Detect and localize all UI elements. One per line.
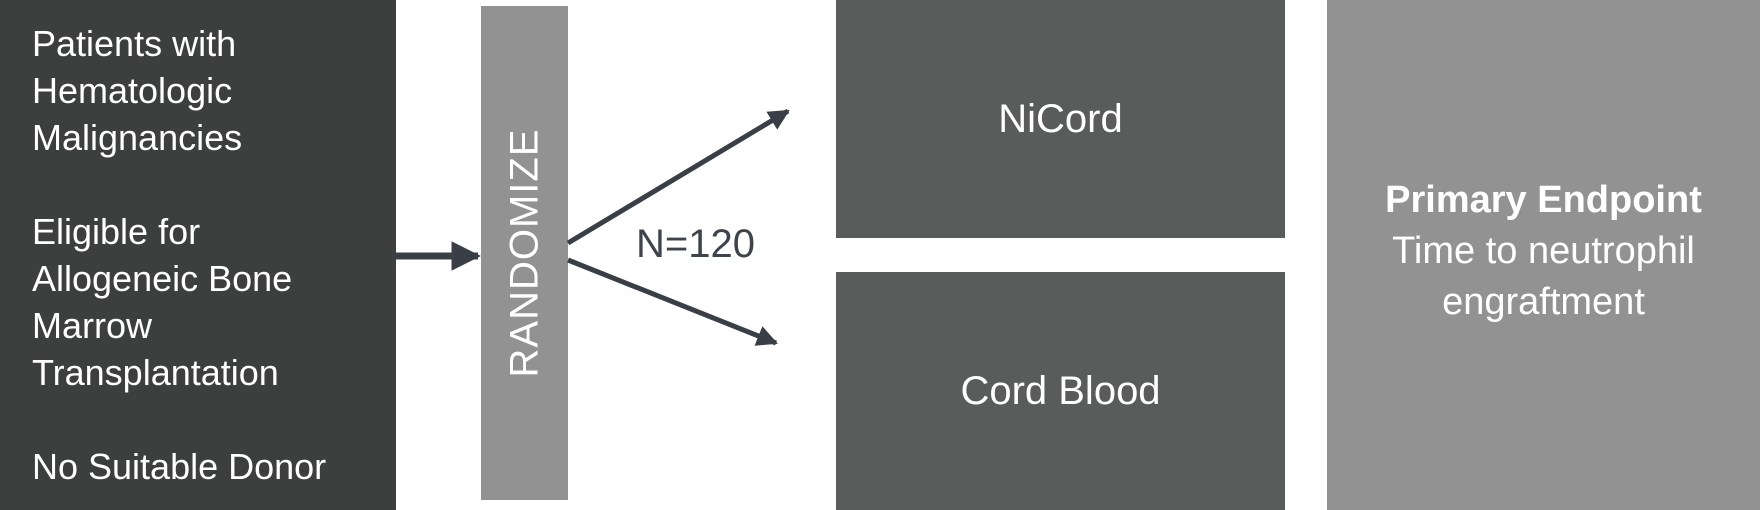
randomize-box: RANDOMIZE	[481, 6, 568, 500]
primary-endpoint-box: Primary Endpoint Time to neutrophil engr…	[1327, 0, 1760, 510]
eligibility-group-transplant: Eligible for Allogeneic Bone Marrow Tran…	[32, 208, 396, 396]
eligibility-line: No Suitable Donor	[32, 446, 327, 487]
arm-box-cord-blood: Cord Blood	[836, 272, 1285, 510]
eligibility-line: Hematologic	[32, 70, 233, 111]
eligibility-line: Marrow	[32, 305, 153, 346]
eligibility-line: Allogeneic Bone	[32, 258, 293, 299]
eligibility-group-donor: No Suitable Donor	[32, 443, 396, 490]
arm-label-cord-blood: Cord Blood	[960, 368, 1161, 413]
arm-label-nicord: NiCord	[998, 96, 1123, 141]
randomize-label: RANDOMIZE	[502, 128, 546, 378]
eligibility-line: Patients with	[32, 23, 237, 64]
eligibility-line: Malignancies	[32, 117, 243, 158]
arm-box-nicord: NiCord	[836, 0, 1285, 238]
sample-size-label: N=120	[636, 222, 755, 266]
eligibility-group-population: Patients with Hematologic Malignancies	[32, 20, 396, 161]
arrow-to-cord-blood	[567, 257, 778, 346]
endpoint-description: Time to neutrophil engraftment	[1392, 229, 1695, 323]
endpoint-title: Primary Endpoint	[1385, 178, 1702, 221]
eligibility-line: Eligible for	[32, 211, 201, 252]
eligibility-criteria-box: Patients with Hematologic Malignancies E…	[0, 0, 396, 510]
eligibility-line: Transplantation	[32, 352, 279, 393]
